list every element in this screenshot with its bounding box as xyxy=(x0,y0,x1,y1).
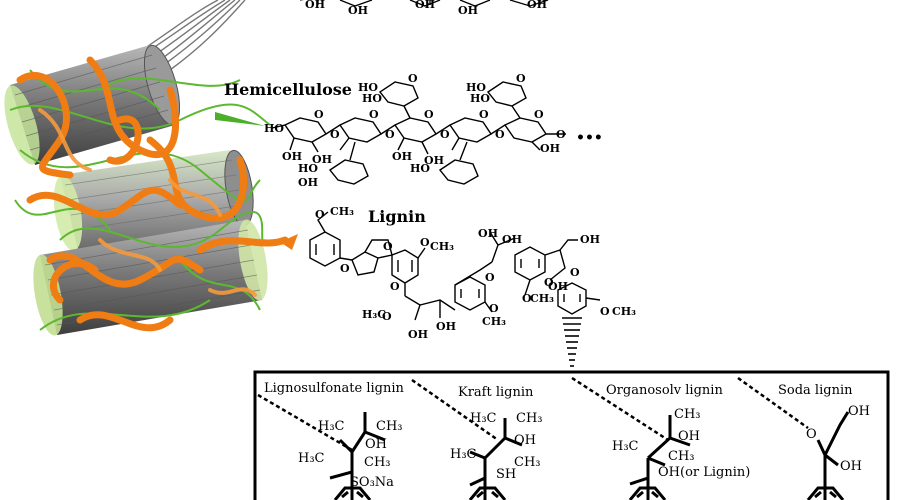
hemi-o-2: O xyxy=(330,128,340,141)
cellulose-oh-1: OH xyxy=(305,0,325,11)
lignin-o-5: O xyxy=(390,280,400,293)
hemi-oh-2: OH xyxy=(312,153,332,166)
hemi-o-5: O xyxy=(424,108,434,121)
hemi-o-11: O xyxy=(408,72,418,85)
lignin-ch3-2: CH₃ xyxy=(430,240,454,253)
lignin-o-9: O xyxy=(522,292,532,305)
lignosulfonate-h3c-2: H₃C xyxy=(298,451,325,466)
kraft-h3c-2: H₃C xyxy=(450,447,477,462)
cellulose-fragment: OH OH OH OH OH xyxy=(300,0,549,17)
organosolv-oh-1: OH xyxy=(678,429,700,444)
type-name-soda: Soda lignin xyxy=(778,383,853,398)
type-kraft: Kraft lignin H₃C CH₃ OH H₃C CH₃ SH xyxy=(411,378,543,500)
hemi-o-1: O xyxy=(314,108,324,121)
lignin-o-6: O xyxy=(485,271,495,284)
hemi-o-10: O xyxy=(556,128,566,141)
organosolv-ch3-1: CH₃ xyxy=(674,407,701,422)
lignin-oh-5: OH xyxy=(408,328,428,341)
lignin-ch3-4: CH₃ xyxy=(530,292,554,305)
kraft-oh: OH xyxy=(514,433,536,448)
kraft-ch3-2: CH₃ xyxy=(514,455,541,470)
hemi-oh-4: OH xyxy=(424,154,444,167)
kraft-ch3-1: CH₃ xyxy=(516,411,543,426)
hemi-oh-6: OH xyxy=(298,176,318,189)
type-name-lignosulfonate: Lignosulfonate lignin xyxy=(264,381,404,396)
hatched-wedge xyxy=(562,317,582,367)
hemi-ho-1: HO xyxy=(264,122,284,135)
lignin-o-2: O xyxy=(420,236,430,249)
soda-oh-1: OH xyxy=(848,404,870,419)
hemi-o-9: O xyxy=(534,108,544,121)
lignin-o-4: O xyxy=(383,240,393,253)
cellulose-oh-2: OH xyxy=(348,4,368,17)
hemi-o-7: O xyxy=(479,108,489,121)
type-name-organosolv: Organosolv lignin xyxy=(606,383,723,398)
lignosulfonate-so3na: SO₃Na xyxy=(350,475,394,490)
lignin-oh-3: OH xyxy=(580,233,600,246)
lignin-o-7: O xyxy=(489,302,499,315)
hemi-ho-3: HO xyxy=(362,92,382,105)
hemi-oh-1: OH xyxy=(282,150,302,163)
lignin-o-11: O xyxy=(570,266,580,279)
lignin-label: Lignin xyxy=(368,207,426,226)
organosolv-oh-or-lignin: OH(or Lignin) xyxy=(658,465,750,480)
hemi-ho-4: HO xyxy=(466,81,486,94)
lignin-oh-1: OH xyxy=(478,227,498,240)
type-lignosulfonate: Lignosulfonate lignin H₃C CH₃ OH H₃C CH₃… xyxy=(257,381,404,500)
hemi-o-12: O xyxy=(516,72,526,85)
organosolv-ch3-2: CH₃ xyxy=(668,449,695,464)
hemi-ho-6: HO xyxy=(298,162,318,175)
hemi-ho-7: HO xyxy=(410,162,430,175)
hemi-ho-5: HO xyxy=(470,92,490,105)
soda-o: O xyxy=(806,427,817,442)
lignin-o-1: O xyxy=(315,208,325,221)
lignin-structure: O CH₃ O CH₃ OH OH OH O O O O O O H₃C OH … xyxy=(309,205,636,367)
type-name-kraft: Kraft lignin xyxy=(458,385,534,400)
cellulose-oh-3: OH xyxy=(415,0,435,11)
soda-oh-2: OH xyxy=(840,459,862,474)
lignin-ch3-1: CH₃ xyxy=(330,205,354,218)
hemicellulose-structure: HO HO HO HO HO HO HO OH OH OH OH OH OH O… xyxy=(264,72,603,189)
cellulose-oh-4: OH xyxy=(458,4,478,17)
hemicellulose-link-wedge xyxy=(215,112,265,126)
fibril-bundle-illustration xyxy=(4,0,298,336)
lignosulfonate-oh: OH xyxy=(365,437,387,452)
kraft-sh: SH xyxy=(496,467,516,482)
lignin-o-12: O xyxy=(382,310,392,323)
lignin-ribbons xyxy=(16,56,289,332)
hemicellulose-label: Hemicellulose xyxy=(224,80,352,99)
lignin-o-10: O xyxy=(600,305,610,318)
lignin-o-8: O xyxy=(544,276,554,289)
lignin-h3c-1: H₃C xyxy=(362,308,386,321)
lignin-oh-2: OH xyxy=(502,233,522,246)
organosolv-h3c: H₃C xyxy=(612,439,639,454)
lignin-o-3: O xyxy=(340,262,350,275)
hemi-ho-2: HO xyxy=(358,81,378,94)
type-soda: Soda lignin OH O OH xyxy=(737,376,870,500)
hemicellulose-strands xyxy=(9,69,271,331)
technical-lignins-box: Lignosulfonate lignin H₃C CH₃ OH H₃C CH₃… xyxy=(253,370,890,500)
lignin-link-wedge xyxy=(280,234,298,250)
lignin-oh-4: OH xyxy=(436,320,456,333)
lignosulfonate-h3c-1: H₃C xyxy=(318,419,345,434)
hemi-o-4: O xyxy=(385,128,395,141)
hemi-o-8: O xyxy=(495,128,505,141)
lignosulfonate-ch3-1: CH₃ xyxy=(376,419,403,434)
lignin-oh-6: OH xyxy=(548,280,568,293)
cellulose-oh-5: OH xyxy=(527,0,547,11)
hemi-oh-5: OH xyxy=(540,142,560,155)
lignin-ch3-3: CH₃ xyxy=(482,315,506,328)
cellulose-fiber-strands xyxy=(144,0,246,71)
hemi-ellipsis: ••• xyxy=(576,130,603,146)
hemi-oh-3: OH xyxy=(392,150,412,163)
type-organosolv: Organosolv lignin CH₃ OH H₃C CH₃ OH(or L… xyxy=(571,376,750,500)
kraft-h3c-1: H₃C xyxy=(470,411,497,426)
hemi-o-3: O xyxy=(369,108,379,121)
lignosulfonate-ch3-2: CH₃ xyxy=(364,455,391,470)
phenyl-ring-stubs xyxy=(333,486,845,500)
hemi-o-6: O xyxy=(440,128,450,141)
lignin-ch3-5: CH₃ xyxy=(612,305,636,318)
